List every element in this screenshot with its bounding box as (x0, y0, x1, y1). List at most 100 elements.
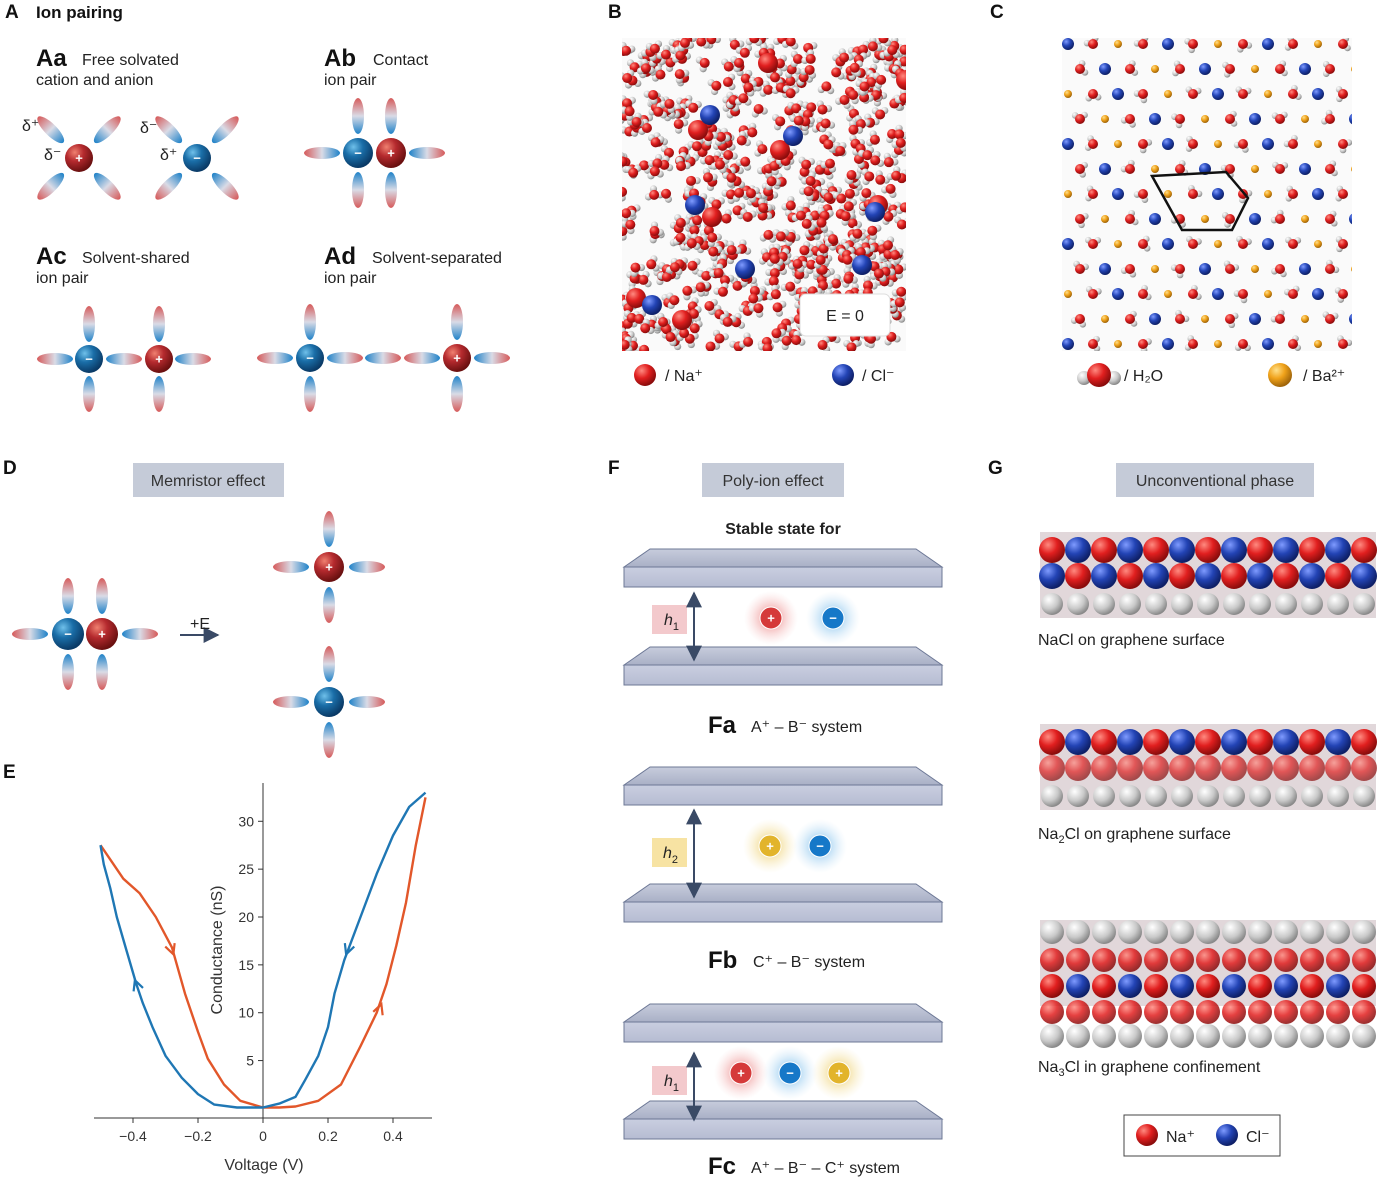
lattice-anion (1099, 163, 1111, 175)
plus-sign: + (387, 146, 395, 161)
water-molecule (729, 38, 745, 50)
ba-ion (1164, 90, 1172, 98)
water-molecule (1236, 235, 1252, 249)
ba-ion (1314, 40, 1322, 48)
water-molecule (643, 89, 659, 105)
water-molecule (674, 69, 690, 84)
water-molecule (893, 263, 906, 279)
water-molecule (709, 263, 724, 279)
plus-sign: + (75, 151, 83, 166)
field-label: E = 0 (826, 308, 864, 325)
water-molecule (630, 262, 646, 278)
solvent-dipole (327, 352, 363, 364)
water-molecule (1285, 185, 1298, 202)
minus-sign: − (829, 611, 837, 626)
ba-ion (1114, 40, 1122, 48)
water-molecule (712, 329, 729, 344)
panel-d-label: D (3, 458, 17, 479)
sub-aa-line1: Free solvated (82, 52, 179, 69)
water-molecule (739, 332, 754, 348)
plate-fa-bottom (622, 646, 944, 686)
solvent-dipole (323, 587, 335, 623)
lattice-anion (1262, 38, 1274, 50)
water-molecule (890, 297, 906, 312)
phase-title-box (1116, 463, 1314, 497)
water-molecule (708, 196, 725, 210)
water-molecule (1171, 113, 1185, 129)
panel-g-label: G (988, 458, 1003, 479)
water-molecule (1188, 184, 1203, 199)
ba-ion (1251, 265, 1259, 273)
panel-f-label: F (608, 458, 620, 479)
ba-ion (1114, 340, 1122, 348)
ba-ion (1314, 240, 1322, 248)
water-molecule (622, 336, 633, 351)
water-molecule (846, 170, 862, 185)
ba-ion (1214, 40, 1222, 48)
water-molecule (638, 270, 652, 288)
water-molecule (820, 158, 837, 173)
water-molecule (1125, 209, 1139, 226)
water-molecule (849, 60, 863, 77)
lattice-anion (1112, 88, 1124, 100)
lattice-anion (1149, 313, 1161, 325)
unit-cell-outline (1149, 170, 1250, 232)
panel-g: G Unconventional phase NaCl on graphene … (988, 458, 1377, 1157)
ba-ion (1201, 315, 1209, 323)
water-molecule (872, 72, 887, 89)
water-molecule (1085, 89, 1102, 102)
minus-sign: − (325, 695, 333, 710)
water-molecule (654, 312, 669, 329)
water-molecule (682, 285, 697, 301)
water-molecule (771, 328, 786, 343)
water-molecule (1185, 86, 1202, 99)
water-molecule (1334, 287, 1348, 303)
panel-b: B E = 0 / Na⁺ / Cl⁻ (608, 2, 906, 386)
lattice-anion (1212, 288, 1224, 300)
lattice-anion (1249, 213, 1261, 225)
water-molecule (1125, 60, 1139, 76)
ba-ion (1314, 140, 1322, 148)
water-molecule (1073, 260, 1089, 274)
legend-g-cl-sphere (1216, 1124, 1238, 1146)
solvent-dipole (385, 172, 397, 208)
sub-fc-text: A⁺ – B⁻ – C⁺ system (751, 1160, 900, 1177)
solvent-dipole (257, 352, 293, 364)
water-molecule (1288, 84, 1302, 100)
shared-solvent-dipole (106, 353, 142, 365)
water-molecule (772, 300, 787, 317)
water-molecule (798, 156, 815, 170)
water-molecule (848, 120, 864, 135)
memristor-title: Memristor effect (151, 473, 266, 490)
ba-ion (1301, 115, 1309, 123)
cation-paired (86, 618, 118, 650)
water-molecule (740, 208, 757, 222)
water-molecule (1133, 89, 1148, 104)
ba-ion (1351, 266, 1352, 272)
water-molecule (710, 159, 727, 174)
water-molecule (890, 247, 904, 265)
water-molecule (1236, 39, 1253, 53)
water-molecule (751, 103, 768, 118)
water-molecule (651, 65, 666, 82)
sub-ac-line2: ion pair (36, 270, 89, 287)
legend-g-na-sphere (1136, 1124, 1158, 1146)
sub-aa-label: Aa (36, 45, 67, 72)
ba-ion (1351, 166, 1352, 172)
cl-ion (700, 105, 720, 125)
na-ion (758, 53, 778, 73)
sub-ad-line1: Solvent-separated (372, 250, 502, 267)
water-molecule (781, 38, 799, 50)
water-molecule (1088, 335, 1101, 351)
water-molecule (659, 98, 675, 114)
lattice-anion (1299, 163, 1311, 175)
y-tick-label: 25 (238, 861, 254, 877)
water-molecule (1084, 135, 1098, 151)
x-tick-label: −0.4 (119, 1128, 147, 1144)
water-molecule (1337, 335, 1352, 349)
na-ion (770, 140, 790, 160)
solvent-dipole (96, 578, 108, 614)
water-molecule (891, 137, 906, 152)
water-molecule (1085, 286, 1102, 299)
sub-ac-label: Ac (36, 243, 67, 270)
